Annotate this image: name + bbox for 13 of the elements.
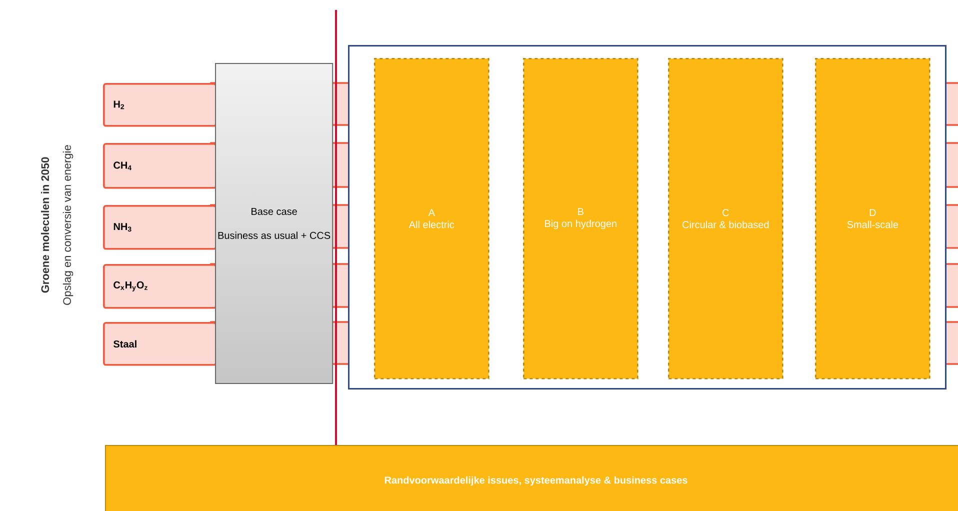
scenario-box: B Big on hydrogen bbox=[523, 58, 638, 380]
scenario-box: A All electric bbox=[374, 58, 490, 380]
scenario-box: C Circular & biobased bbox=[668, 58, 784, 380]
molecule-band: H$_{2}$ bbox=[103, 83, 217, 127]
molecule-band: Staal bbox=[103, 322, 217, 366]
base-case-box: Base case Business as usual + CCS bbox=[215, 63, 334, 384]
molecule-band: CH$_{4}$ bbox=[103, 143, 217, 189]
bottom-band: Randvoorwaardelijke issues, systeemanalyse & business cases bbox=[105, 445, 958, 511]
molecule-band: NH$_{3}$ bbox=[103, 205, 217, 250]
axis-title: Groene moleculen in 2050 bbox=[40, 157, 50, 293]
scenario-box: D Small-scale bbox=[815, 58, 930, 380]
molecule-band: C$_{x}$H$_{y}$O$_{z}$ bbox=[103, 264, 217, 309]
axis-subtitle: Opslag en conversie van energie bbox=[62, 145, 74, 305]
